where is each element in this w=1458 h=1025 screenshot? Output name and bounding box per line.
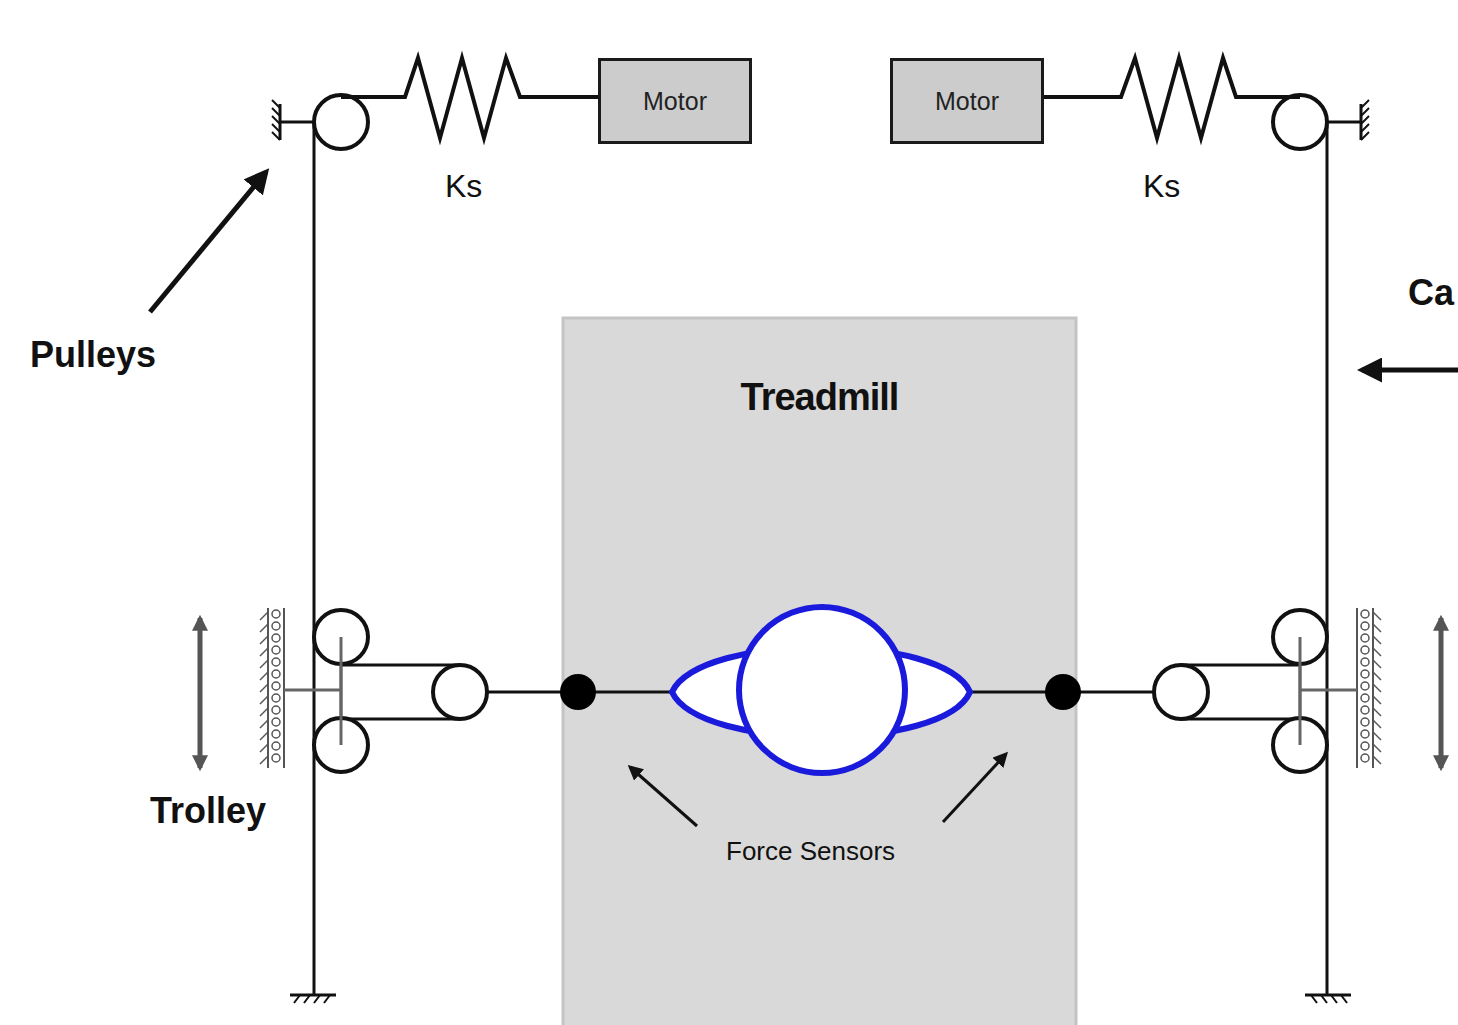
spring-label: Ks bbox=[1143, 168, 1180, 205]
node-text: Treadmill bbox=[741, 376, 899, 419]
cable-label: Ca bbox=[1408, 272, 1454, 314]
treadmill-area: Treadmill bbox=[563, 318, 1076, 518]
node-text: Motor bbox=[935, 87, 999, 116]
node-text: Motor bbox=[643, 87, 707, 116]
motor-box: Motor bbox=[890, 58, 1044, 144]
motor-box: Motor bbox=[598, 58, 752, 144]
force-sensors-label: Force Sensors bbox=[726, 836, 895, 867]
trolley-label: Trolley bbox=[150, 790, 266, 832]
spring-label: Ks bbox=[445, 168, 482, 205]
pulleys-label: Pulleys bbox=[30, 334, 156, 376]
